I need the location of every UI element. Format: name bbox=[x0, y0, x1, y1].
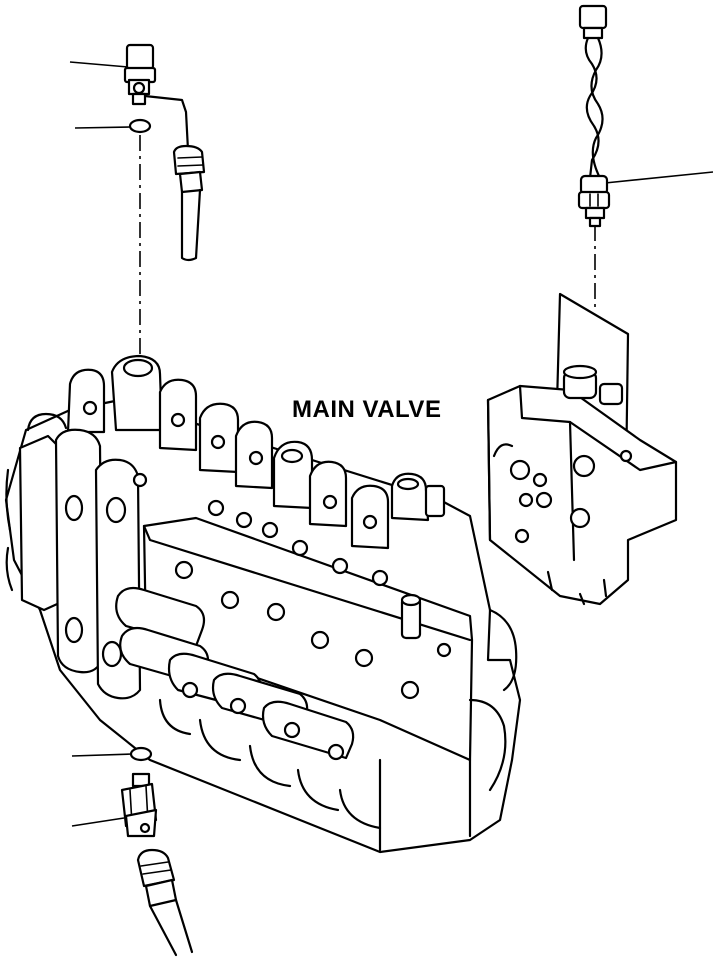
pressure-switch-icon bbox=[577, 174, 611, 228]
top-sensor-assembly bbox=[123, 43, 206, 262]
top-hose-fitting bbox=[172, 144, 206, 262]
leader-top-sensor bbox=[69, 61, 129, 68]
side-valve-block bbox=[486, 292, 678, 606]
right-sensor-assembly bbox=[577, 4, 611, 228]
leader-top-oring bbox=[74, 126, 131, 129]
bottom-housings bbox=[158, 608, 518, 852]
bottom-hose-fitting bbox=[136, 848, 194, 957]
o-ring-icon bbox=[129, 746, 153, 762]
leader-bottom-sensor bbox=[71, 817, 125, 827]
top-sensor-wire bbox=[143, 94, 190, 152]
pressure-switch-icon bbox=[120, 772, 158, 838]
leader-bottom-oring bbox=[71, 753, 134, 757]
top-bosses bbox=[82, 400, 389, 587]
o-ring-icon bbox=[128, 118, 152, 134]
square-plug-icon bbox=[578, 4, 608, 40]
pressure-switch-icon bbox=[123, 43, 157, 106]
right-sensor-wire bbox=[584, 36, 600, 180]
solenoid-row bbox=[115, 586, 422, 761]
left-end-plates bbox=[5, 412, 142, 700]
leader-right-sensor bbox=[604, 171, 713, 184]
main-valve-label: MAIN VALVE bbox=[292, 396, 442, 423]
main-valve-body bbox=[4, 354, 522, 854]
bottom-sensor-assembly bbox=[120, 746, 194, 957]
leader-lines bbox=[69, 61, 713, 827]
